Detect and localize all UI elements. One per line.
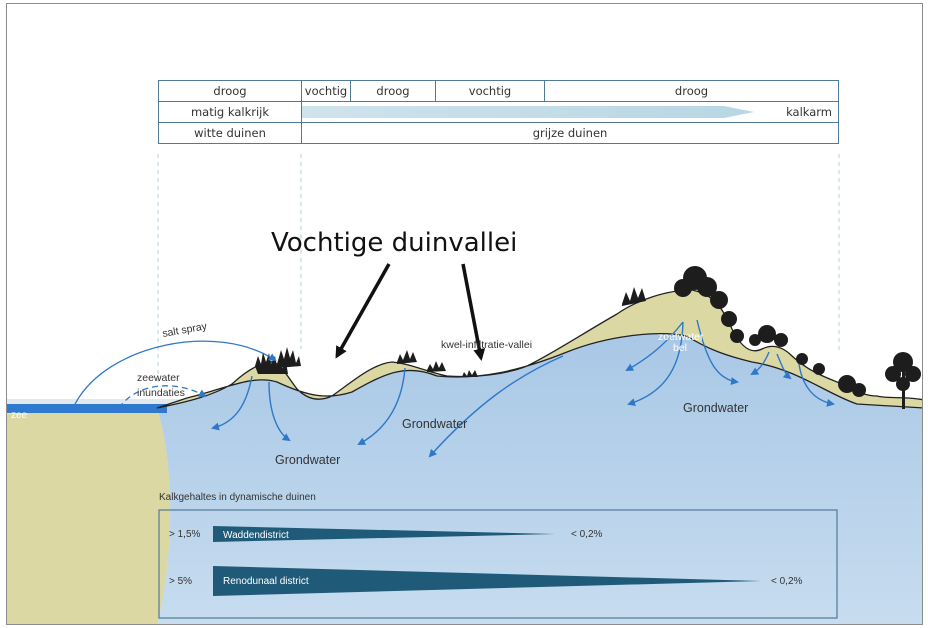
legend-title: Kalkgehaltes in dynamische duinen bbox=[159, 492, 316, 503]
moisture-cell: vochtig bbox=[301, 80, 351, 102]
sea-strip bbox=[7, 404, 167, 413]
salt-spray-arrow bbox=[74, 340, 277, 405]
diagram-frame: salt spray zeewater inundaties zee kwel-… bbox=[6, 3, 923, 625]
lime-right-label: kalkarm bbox=[786, 105, 832, 119]
dune-cross-section: salt spray zeewater inundaties zee kwel-… bbox=[7, 154, 922, 624]
zeewater-label: zeewater bbox=[137, 372, 180, 384]
moisture-row: droog vochtig droog vochtig droog bbox=[158, 80, 839, 102]
inundaties-label: inundaties bbox=[137, 387, 185, 399]
dune-vegetation bbox=[255, 266, 921, 409]
legend-row2-right: < 0,2% bbox=[771, 576, 803, 587]
vochtige-duinvallei-callout: Vochtige duinvallei bbox=[271, 228, 518, 258]
moisture-cell: vochtig bbox=[435, 80, 545, 102]
beach-sand bbox=[7, 408, 171, 624]
grondwater-label-1: Grondwater bbox=[402, 417, 467, 431]
legend-row1-name: Waddendistrict bbox=[223, 530, 289, 541]
zone-guides bbox=[157, 154, 840, 384]
lime-left-cell: matig kalkrijk bbox=[158, 101, 302, 123]
groundwater-flow-arrows bbox=[211, 319, 835, 458]
renodunaal-wedge bbox=[213, 566, 761, 596]
inundaties-arrow bbox=[118, 385, 207, 409]
dune-sand bbox=[156, 289, 922, 409]
grondwater-label-3: Grondwater bbox=[683, 401, 748, 415]
waddendistrict-wedge bbox=[213, 526, 555, 542]
lime-gradient-arrow bbox=[302, 106, 754, 118]
callout-arrows bbox=[335, 263, 486, 361]
grondwater-label-2: Grondwater bbox=[275, 453, 340, 467]
legend-row1-right: < 0,2% bbox=[571, 529, 603, 540]
zone-table: droog vochtig droog vochtig droog matig … bbox=[158, 80, 839, 144]
legend-row2-name: Renodunaal district bbox=[223, 576, 309, 587]
legend-row1-left: > 1,5% bbox=[169, 529, 201, 540]
lime-gradient-cell: kalkarm bbox=[301, 101, 839, 123]
moisture-cell: droog bbox=[350, 80, 436, 102]
groundwater-body bbox=[157, 333, 922, 624]
dune-type-cell: grijze duinen bbox=[301, 122, 839, 144]
dune-type-row: witte duinen grijze duinen bbox=[158, 122, 839, 144]
salt-spray-label: salt spray bbox=[161, 320, 208, 340]
moisture-cell: droog bbox=[158, 80, 302, 102]
legend-box bbox=[158, 509, 838, 619]
zee-label: zee bbox=[11, 410, 28, 421]
zoetwater-label: zoetwater bbox=[658, 331, 704, 343]
lime-row: matig kalkrijk kalkarm bbox=[158, 101, 839, 123]
moisture-cell: droog bbox=[544, 80, 839, 102]
kwel-label: kwel-infiltratie-vallei bbox=[441, 339, 532, 351]
legend-row2-left: > 5% bbox=[169, 576, 192, 587]
bel-label: bel bbox=[673, 342, 687, 354]
dune-type-cell: witte duinen bbox=[158, 122, 302, 144]
